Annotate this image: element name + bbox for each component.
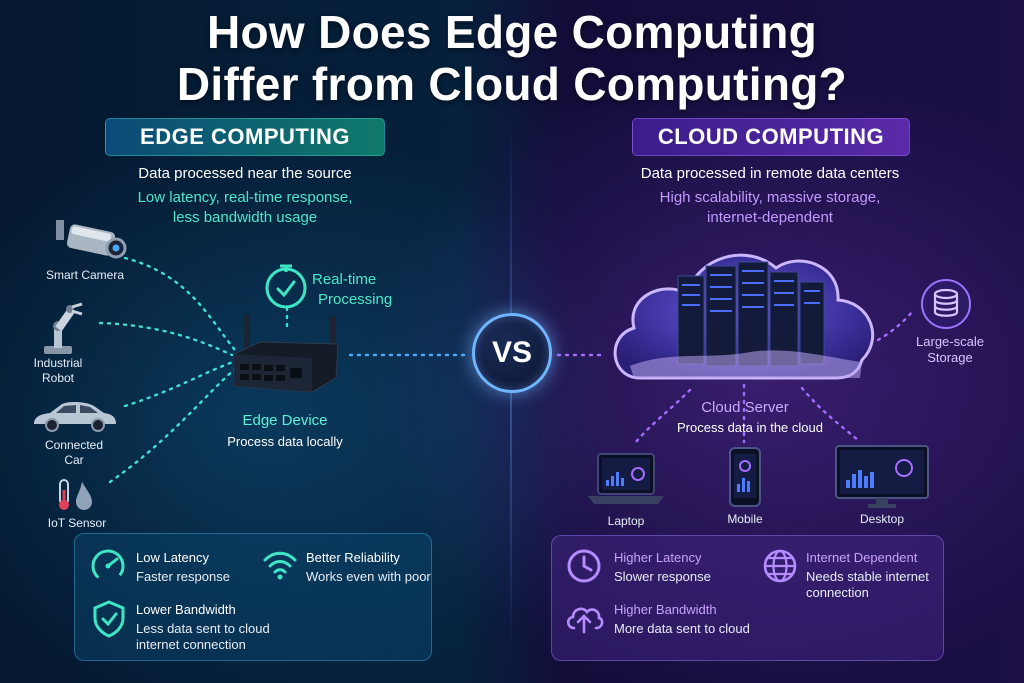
edge-device-router xyxy=(233,314,339,393)
edge-tagline-2: less bandwidth usage xyxy=(172,209,318,226)
edge-link-robot xyxy=(98,321,234,357)
device-label-2: Robot xyxy=(41,371,75,385)
edge-device-name: Edge Device xyxy=(242,412,328,429)
edge-tagline-1: Low latency, real-time response, xyxy=(137,189,353,206)
camera-icon xyxy=(56,220,127,259)
cloud-server-name: Cloud Server xyxy=(701,399,789,416)
feature-title: Higher Bandwidth xyxy=(614,602,717,617)
device-label: Connected xyxy=(44,438,104,452)
mobile-label: Mobile xyxy=(727,512,763,526)
device-iot-sensor: IoT Sensor xyxy=(40,478,114,531)
cloud-subtitle: Data processed in remote data centers xyxy=(640,165,900,182)
device-smart-camera: Smart Camera xyxy=(30,218,140,283)
laptop-icon xyxy=(588,453,664,504)
globe-icon xyxy=(763,549,797,583)
feature-title: Better Reliability xyxy=(306,550,400,565)
cloud-server-desc: Process data in the cloud xyxy=(677,420,823,435)
cloud-link-desktop xyxy=(800,386,860,442)
cloud-upload-icon xyxy=(566,607,604,634)
cloud-tagline-2: internet-dependent xyxy=(707,209,833,226)
edge-benefits-panel xyxy=(74,533,432,661)
storage-line-1: Large-scale xyxy=(916,334,984,349)
timer-check-icon xyxy=(265,264,307,309)
edge-link-sensor xyxy=(108,366,238,484)
edge-link-car xyxy=(123,360,235,408)
cloud-server-illustration xyxy=(613,253,875,380)
feature-desc-2: connection xyxy=(806,585,869,600)
desktop-label: Desktop xyxy=(859,512,905,526)
feature-desc-2: internet connection xyxy=(136,637,246,652)
feature-title: Lower Bandwidth xyxy=(136,602,236,617)
device-label: Smart Camera xyxy=(45,268,125,282)
processing-line-2: Processing xyxy=(318,291,393,308)
title-line-1: How Does Edge Computing xyxy=(207,6,817,58)
database-icon xyxy=(921,279,971,329)
edge-heading: EDGE COMPUTING xyxy=(105,118,385,156)
device-label: Industrial xyxy=(33,356,83,370)
wifi-icon xyxy=(263,551,297,580)
clock-icon xyxy=(567,549,601,583)
edge-device-desc: Process data locally xyxy=(227,434,343,449)
title-line-2: Differ from Cloud Computing? xyxy=(176,58,848,110)
feature-desc: Slower response xyxy=(614,569,711,584)
feature-title: Higher Latency xyxy=(614,550,702,565)
car-icon xyxy=(34,401,116,432)
cloud-tradeoffs-panel xyxy=(551,535,944,661)
feature-desc: Needs stable internet xyxy=(806,569,929,584)
device-connected-car: Connected Car xyxy=(28,398,120,468)
feature-desc: Works even with poor xyxy=(306,569,431,584)
device-label: IoT Sensor xyxy=(47,516,107,530)
sensor-icon xyxy=(59,479,92,510)
feature-desc: Faster response xyxy=(136,569,230,584)
device-industrial-robot: Industrial Robot xyxy=(18,300,98,386)
laptop-label: Laptop xyxy=(607,514,645,528)
feature-title: Low Latency xyxy=(136,550,209,565)
shield-check-icon xyxy=(93,600,125,638)
edge-link-camera xyxy=(123,256,237,352)
storage-line-2: Storage xyxy=(927,350,973,365)
page-title: How Does Edge Computing Differ from Clou… xyxy=(0,6,1024,110)
desktop-icon xyxy=(835,445,929,508)
processing-line-1: Real-time xyxy=(312,271,377,288)
speedometer-icon xyxy=(91,549,125,583)
robot-arm-icon xyxy=(44,302,83,354)
cloud-link-storage xyxy=(876,310,914,342)
cloud-tagline-1: High scalability, massive storage, xyxy=(659,189,881,206)
vs-badge: VS xyxy=(472,313,552,393)
edge-subtitle: Data processed near the source xyxy=(138,165,352,182)
cloud-heading: CLOUD COMPUTING xyxy=(632,118,910,156)
mobile-icon xyxy=(729,447,761,507)
feature-desc: More data sent to cloud xyxy=(614,621,750,636)
cloud-link-laptop xyxy=(634,388,692,444)
feature-title: Internet Dependent xyxy=(806,550,918,565)
device-label-2: Car xyxy=(64,453,84,467)
feature-desc: Less data sent to cloud xyxy=(136,621,270,636)
